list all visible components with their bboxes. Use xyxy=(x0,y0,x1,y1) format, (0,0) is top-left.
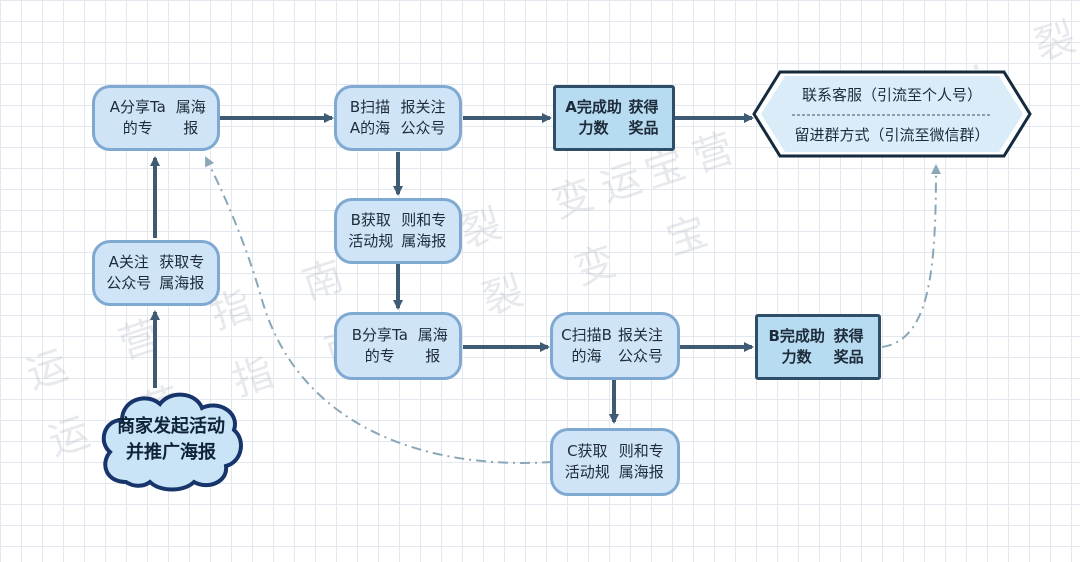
node-b-share-poster: B分享Ta的专 属海报 xyxy=(334,312,462,380)
node-b-scan-poster: B扫描A的海 报关注公众号 xyxy=(334,85,462,151)
node-text-line: 则和专属海报 xyxy=(401,211,447,250)
node-text-line: B扫描A的海 xyxy=(349,98,391,137)
node-text-line: 属海报 xyxy=(417,326,448,365)
dash-c-get-to-a-share xyxy=(205,156,553,464)
node-text-line: B完成助力数 xyxy=(768,327,825,366)
cloud-shape xyxy=(101,392,243,492)
node-text-line: 获得奖品 xyxy=(628,98,659,137)
node-text-line: 属海报 xyxy=(175,98,206,137)
merchant-start-cloud: 商家发起活动 并推广海报 xyxy=(96,386,246,494)
node-c-get-rules: C获取活动规 则和专属海报 xyxy=(550,428,680,496)
node-b-get-rules: B获取活动规 则和专属海报 xyxy=(334,198,462,264)
hexagon-shape xyxy=(752,70,1032,158)
node-c-scan-poster: C扫描B的海 报关注公众号 xyxy=(550,312,680,380)
node-text-line: A关注公众号 xyxy=(106,253,152,292)
node-a-complete-reward: A完成助力数 获得奖品 xyxy=(553,85,675,151)
node-text-line: C获取活动规 xyxy=(564,442,610,481)
node-a-share-poster: A分享Ta的专 属海报 xyxy=(92,85,220,151)
node-text-line: B获取活动规 xyxy=(348,211,394,250)
node-text-line: B分享Ta的专 xyxy=(351,326,408,365)
node-text-line: A分享Ta的专 xyxy=(109,98,166,137)
node-text-line: 则和专属海报 xyxy=(618,442,664,481)
node-text-line: 获取专属海报 xyxy=(159,253,205,292)
node-text-line: A完成助力数 xyxy=(565,98,622,137)
node-text-line: 报关注公众号 xyxy=(400,98,446,137)
end-option-join-group: 留进群方式（引流至微信群） xyxy=(794,126,990,144)
dash-b-done-to-end xyxy=(881,164,941,348)
node-text-line: C扫描B的海 xyxy=(561,326,612,365)
end-option-customer-service: 联系客服（引流至个人号） xyxy=(801,86,982,104)
node-a-follow-account: A关注公众号 获取专属海报 xyxy=(92,240,220,306)
node-text-line: 获得奖品 xyxy=(833,327,864,366)
cloud-text-line-1: 商家发起活动 xyxy=(117,416,225,437)
node-b-complete-reward: B完成助力数 获得奖品 xyxy=(755,314,881,380)
node-text-line: 报关注公众号 xyxy=(618,326,664,365)
cloud-text-line-2: 并推广海报 xyxy=(126,442,216,463)
end-hexagon: 联系客服（引流至个人号） 留进群方式（引流至微信群） xyxy=(752,70,1032,158)
